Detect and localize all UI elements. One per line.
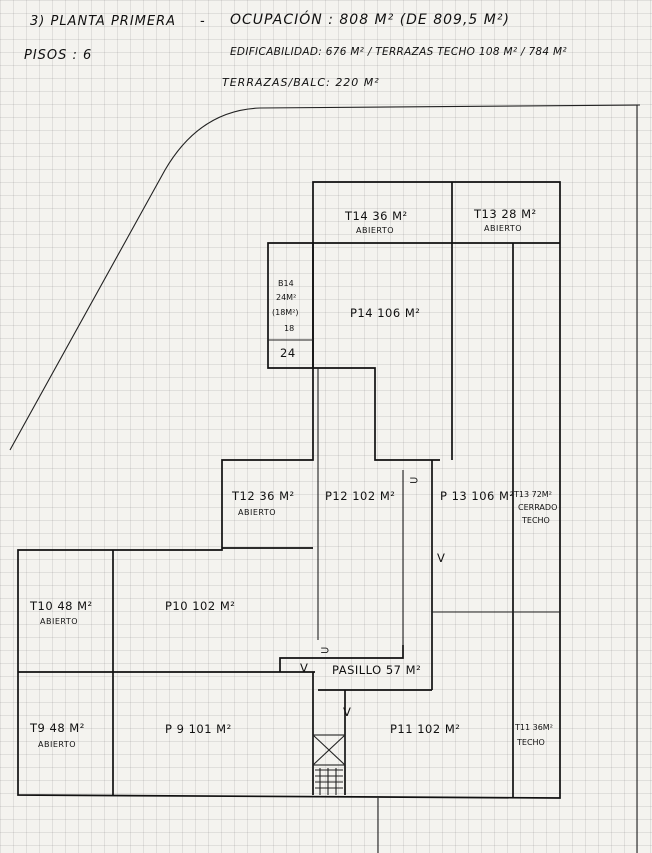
room-b14-line2: 24M² (276, 293, 296, 302)
room-b14-line4: 18 (284, 324, 294, 333)
arrow-mark: ⊃ (320, 643, 330, 657)
room-p11-label: P11 102 M² (390, 722, 460, 736)
room-t11-line2: TECHO (516, 738, 545, 747)
room-t13-label: T13 28 M² (473, 207, 537, 221)
room-t13-sub: ABIERTO (484, 224, 522, 233)
door-mark: V (300, 661, 308, 675)
door-mark: V (343, 705, 351, 719)
plot-curve (9, 107, 261, 451)
terrazas-note: TERRAZAS/BALC: 220 M² (222, 76, 380, 89)
title-dash: - (200, 14, 206, 29)
room-t14-label: T14 36 M² (344, 209, 408, 223)
room-t12-label: T12 36 M² (231, 489, 295, 503)
room-t10-label: T10 48 M² (29, 599, 93, 613)
room-t13b-line3: TECHO (521, 516, 550, 525)
pasillo-outline (279, 645, 432, 795)
room-b14-line5: 24 (280, 346, 296, 360)
room-p14-label: P14 106 M² (350, 306, 420, 320)
room-t14-sub: ABIERTO (356, 226, 394, 235)
room-t13b-line1: T13 72M² (513, 490, 552, 499)
room-b14-line3: (18M²) (272, 308, 299, 317)
room-t12-sub: ABIERTO (238, 508, 276, 517)
plan-title: 3) PLANTA PRIMERA (30, 14, 177, 29)
room-t9-sub: ABIERTO (38, 740, 76, 749)
pisos-note: PISOS : 6 (24, 48, 93, 63)
room-t11-line1: T11 36M² (514, 723, 553, 732)
room-t13b-line2: CERRADO (518, 503, 557, 512)
ocupacion-note: OCUPACIÓN : 808 M² (DE 809,5 M²) (230, 12, 510, 28)
room-p10-label: P10 102 M² (165, 599, 235, 613)
elevator-box (312, 734, 346, 766)
edificabilidad-note: EDIFICABILIDAD: 676 M² / TERRAZAS TECHO … (230, 46, 567, 58)
room-p13-label: P 13 106 M² (440, 489, 515, 503)
room-t10-sub: ABIERTO (40, 617, 78, 626)
room-p9-label: P 9 101 M² (165, 722, 232, 736)
stairs (315, 768, 343, 795)
plot-top-line (259, 104, 641, 109)
room-pasillo-label: PASILLO 57 M² (332, 663, 421, 677)
door-mark: V (437, 551, 445, 565)
room-t9-label: T9 48 M² (29, 721, 85, 735)
arrow-mark: ⊃ (409, 473, 419, 487)
wall (313, 367, 440, 461)
room-p12-label: P12 102 M² (325, 489, 395, 503)
elevator-cross (312, 734, 346, 766)
room-b14-line1: B14 (278, 279, 294, 288)
building-outline (17, 181, 561, 799)
